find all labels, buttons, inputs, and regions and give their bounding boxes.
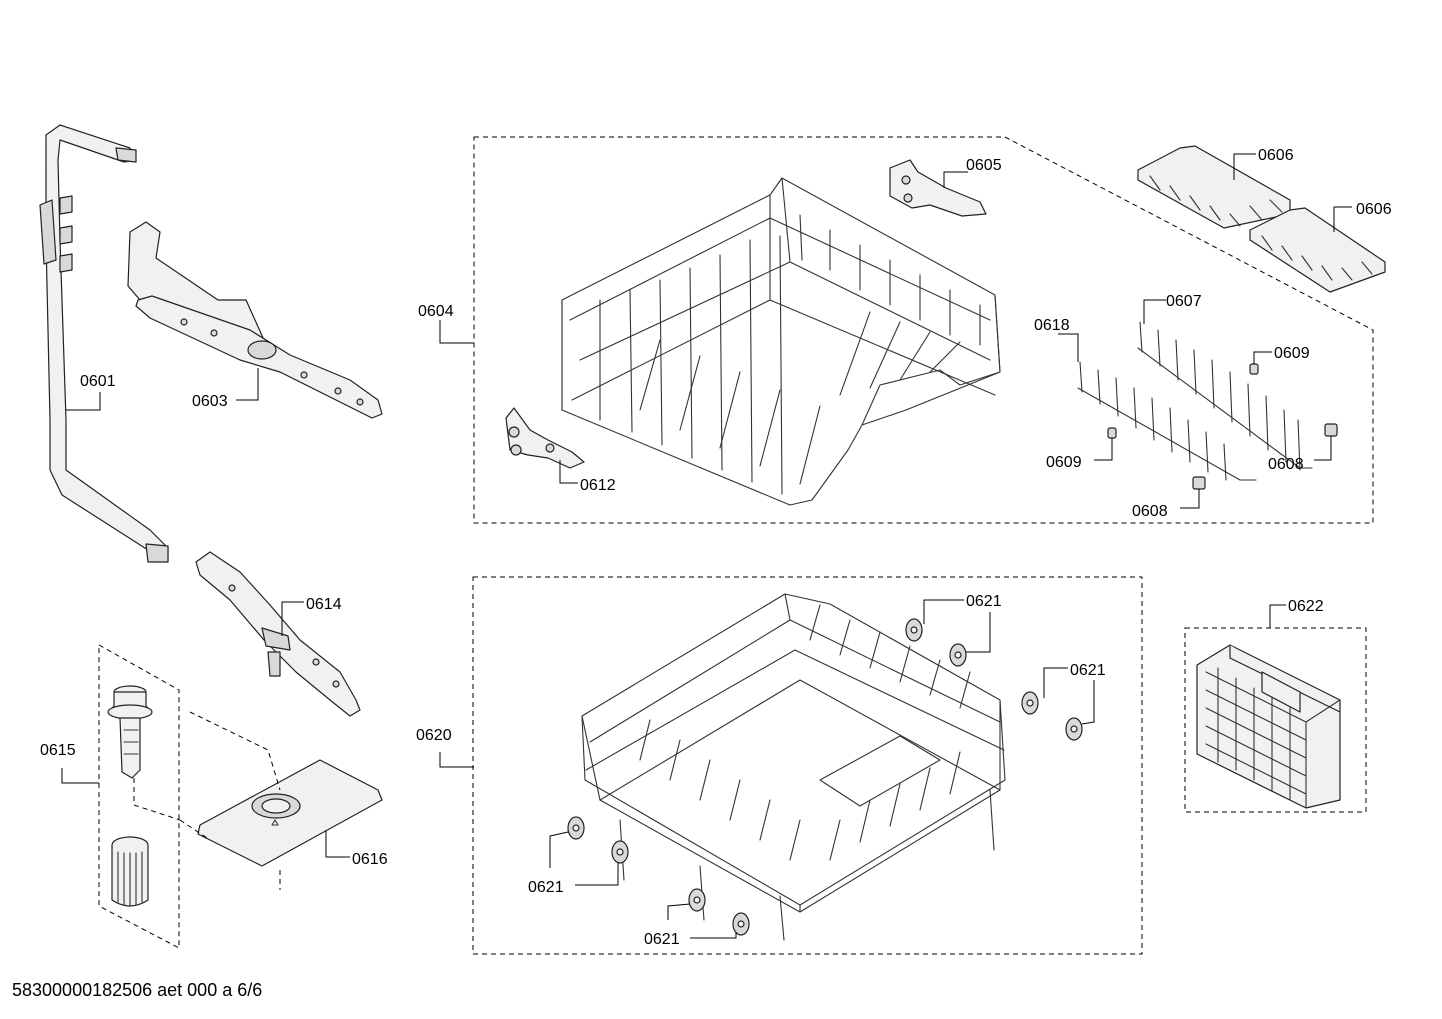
leader-0618 xyxy=(1058,333,1079,362)
tine-row-upper-part[interactable] xyxy=(1137,321,1313,471)
leader-0606-a xyxy=(1233,153,1256,180)
leader-0612 xyxy=(559,460,578,484)
label-0621-g: 0621 xyxy=(644,931,680,948)
wheel-4-part[interactable] xyxy=(1065,717,1083,741)
label-0606-a: 0606 xyxy=(1258,147,1294,164)
label-0609-b: 0609 xyxy=(1046,454,1082,471)
clip-0609-a-part[interactable] xyxy=(1249,363,1259,375)
label-0608-b: 0608 xyxy=(1132,503,1168,520)
leader-0614 xyxy=(281,601,304,636)
leader-0604 xyxy=(439,320,474,344)
leader-0622 xyxy=(1269,604,1286,628)
leader-0621-b xyxy=(966,612,991,653)
filter-assembly-guide xyxy=(133,778,181,821)
wheel-7-part[interactable] xyxy=(688,888,706,912)
label-0606-b: 0606 xyxy=(1356,201,1392,218)
leader-0609-b xyxy=(1094,438,1113,461)
label-0621-a: 0621 xyxy=(966,593,1002,610)
fine-filter-plate-part[interactable] xyxy=(197,759,383,867)
leader-0621-h xyxy=(690,932,737,939)
wheel-5-part[interactable] xyxy=(567,816,585,840)
leader-0620 xyxy=(439,752,474,768)
label-0612: 0612 xyxy=(580,477,616,494)
label-0608-a: 0608 xyxy=(1268,456,1304,473)
leader-0605 xyxy=(943,171,968,188)
leader-0601 xyxy=(66,392,101,411)
filter-cylinder-part[interactable] xyxy=(107,685,153,779)
leader-0607 xyxy=(1143,299,1166,324)
leader-0621-a xyxy=(923,599,964,624)
label-0618: 0618 xyxy=(1034,317,1070,334)
wheel-6-part[interactable] xyxy=(611,840,629,864)
leader-0621-c xyxy=(1043,667,1068,698)
leader-0621-e xyxy=(549,831,569,868)
label-0620: 0620 xyxy=(416,727,452,744)
leader-0608-b xyxy=(1180,489,1200,509)
label-0621-e: 0621 xyxy=(528,879,564,896)
clip-0609-b-part[interactable] xyxy=(1107,427,1117,439)
lower-spray-arm-part[interactable] xyxy=(195,551,361,717)
leader-0615 xyxy=(61,768,99,784)
wheel-8-part[interactable] xyxy=(732,912,750,936)
upper-rack-group-border xyxy=(473,136,1374,524)
leader-0621-f xyxy=(575,862,619,886)
label-0615: 0615 xyxy=(40,742,76,759)
label-0616: 0616 xyxy=(352,851,388,868)
cutlery-basket-group-border xyxy=(1184,627,1367,813)
clip-0608-a-part[interactable] xyxy=(1324,423,1338,437)
leader-0621-g xyxy=(667,903,691,920)
wheel-2-part[interactable] xyxy=(949,643,967,667)
lower-rack-part[interactable] xyxy=(581,593,1006,941)
upper-rack-part[interactable] xyxy=(561,177,1001,506)
clip-0608-b-part[interactable] xyxy=(1192,476,1206,490)
upper-spray-arm-part[interactable] xyxy=(127,221,383,419)
cup-shelf-b-part[interactable] xyxy=(1249,207,1386,293)
label-0621-c: 0621 xyxy=(1070,662,1106,679)
upper-rack-adjuster-right-part[interactable] xyxy=(889,159,987,217)
lower-rack-group-border xyxy=(472,576,1143,955)
upper-rack-adjuster-left-part[interactable] xyxy=(505,407,585,469)
leader-0603 xyxy=(236,368,259,401)
plate-assembly-guide xyxy=(179,711,281,890)
label-0604: 0604 xyxy=(418,303,454,320)
leader-0609-a xyxy=(1253,351,1272,364)
cup-shelf-a-part[interactable] xyxy=(1137,145,1291,229)
label-0605: 0605 xyxy=(966,157,1002,174)
label-0603: 0603 xyxy=(192,393,228,410)
microfilter-part[interactable] xyxy=(111,836,149,907)
tine-row-lower-part[interactable] xyxy=(1077,361,1257,481)
leader-0608-a xyxy=(1314,436,1332,461)
leader-0621-d xyxy=(1081,680,1095,725)
label-0609-a: 0609 xyxy=(1274,345,1310,362)
label-0622: 0622 xyxy=(1288,598,1324,615)
label-0607: 0607 xyxy=(1166,293,1202,310)
label-0614: 0614 xyxy=(306,596,342,613)
supply-pipe-part[interactable] xyxy=(39,124,169,563)
leader-0616 xyxy=(325,830,350,858)
label-0601: 0601 xyxy=(80,373,116,390)
leader-0606-b xyxy=(1333,206,1352,232)
wheel-3-part[interactable] xyxy=(1021,691,1039,715)
cutlery-basket-part[interactable] xyxy=(1196,644,1341,809)
wheel-1-part[interactable] xyxy=(905,618,923,642)
document-id: 58300000182506 aet 000 a 6/6 xyxy=(12,980,263,1000)
